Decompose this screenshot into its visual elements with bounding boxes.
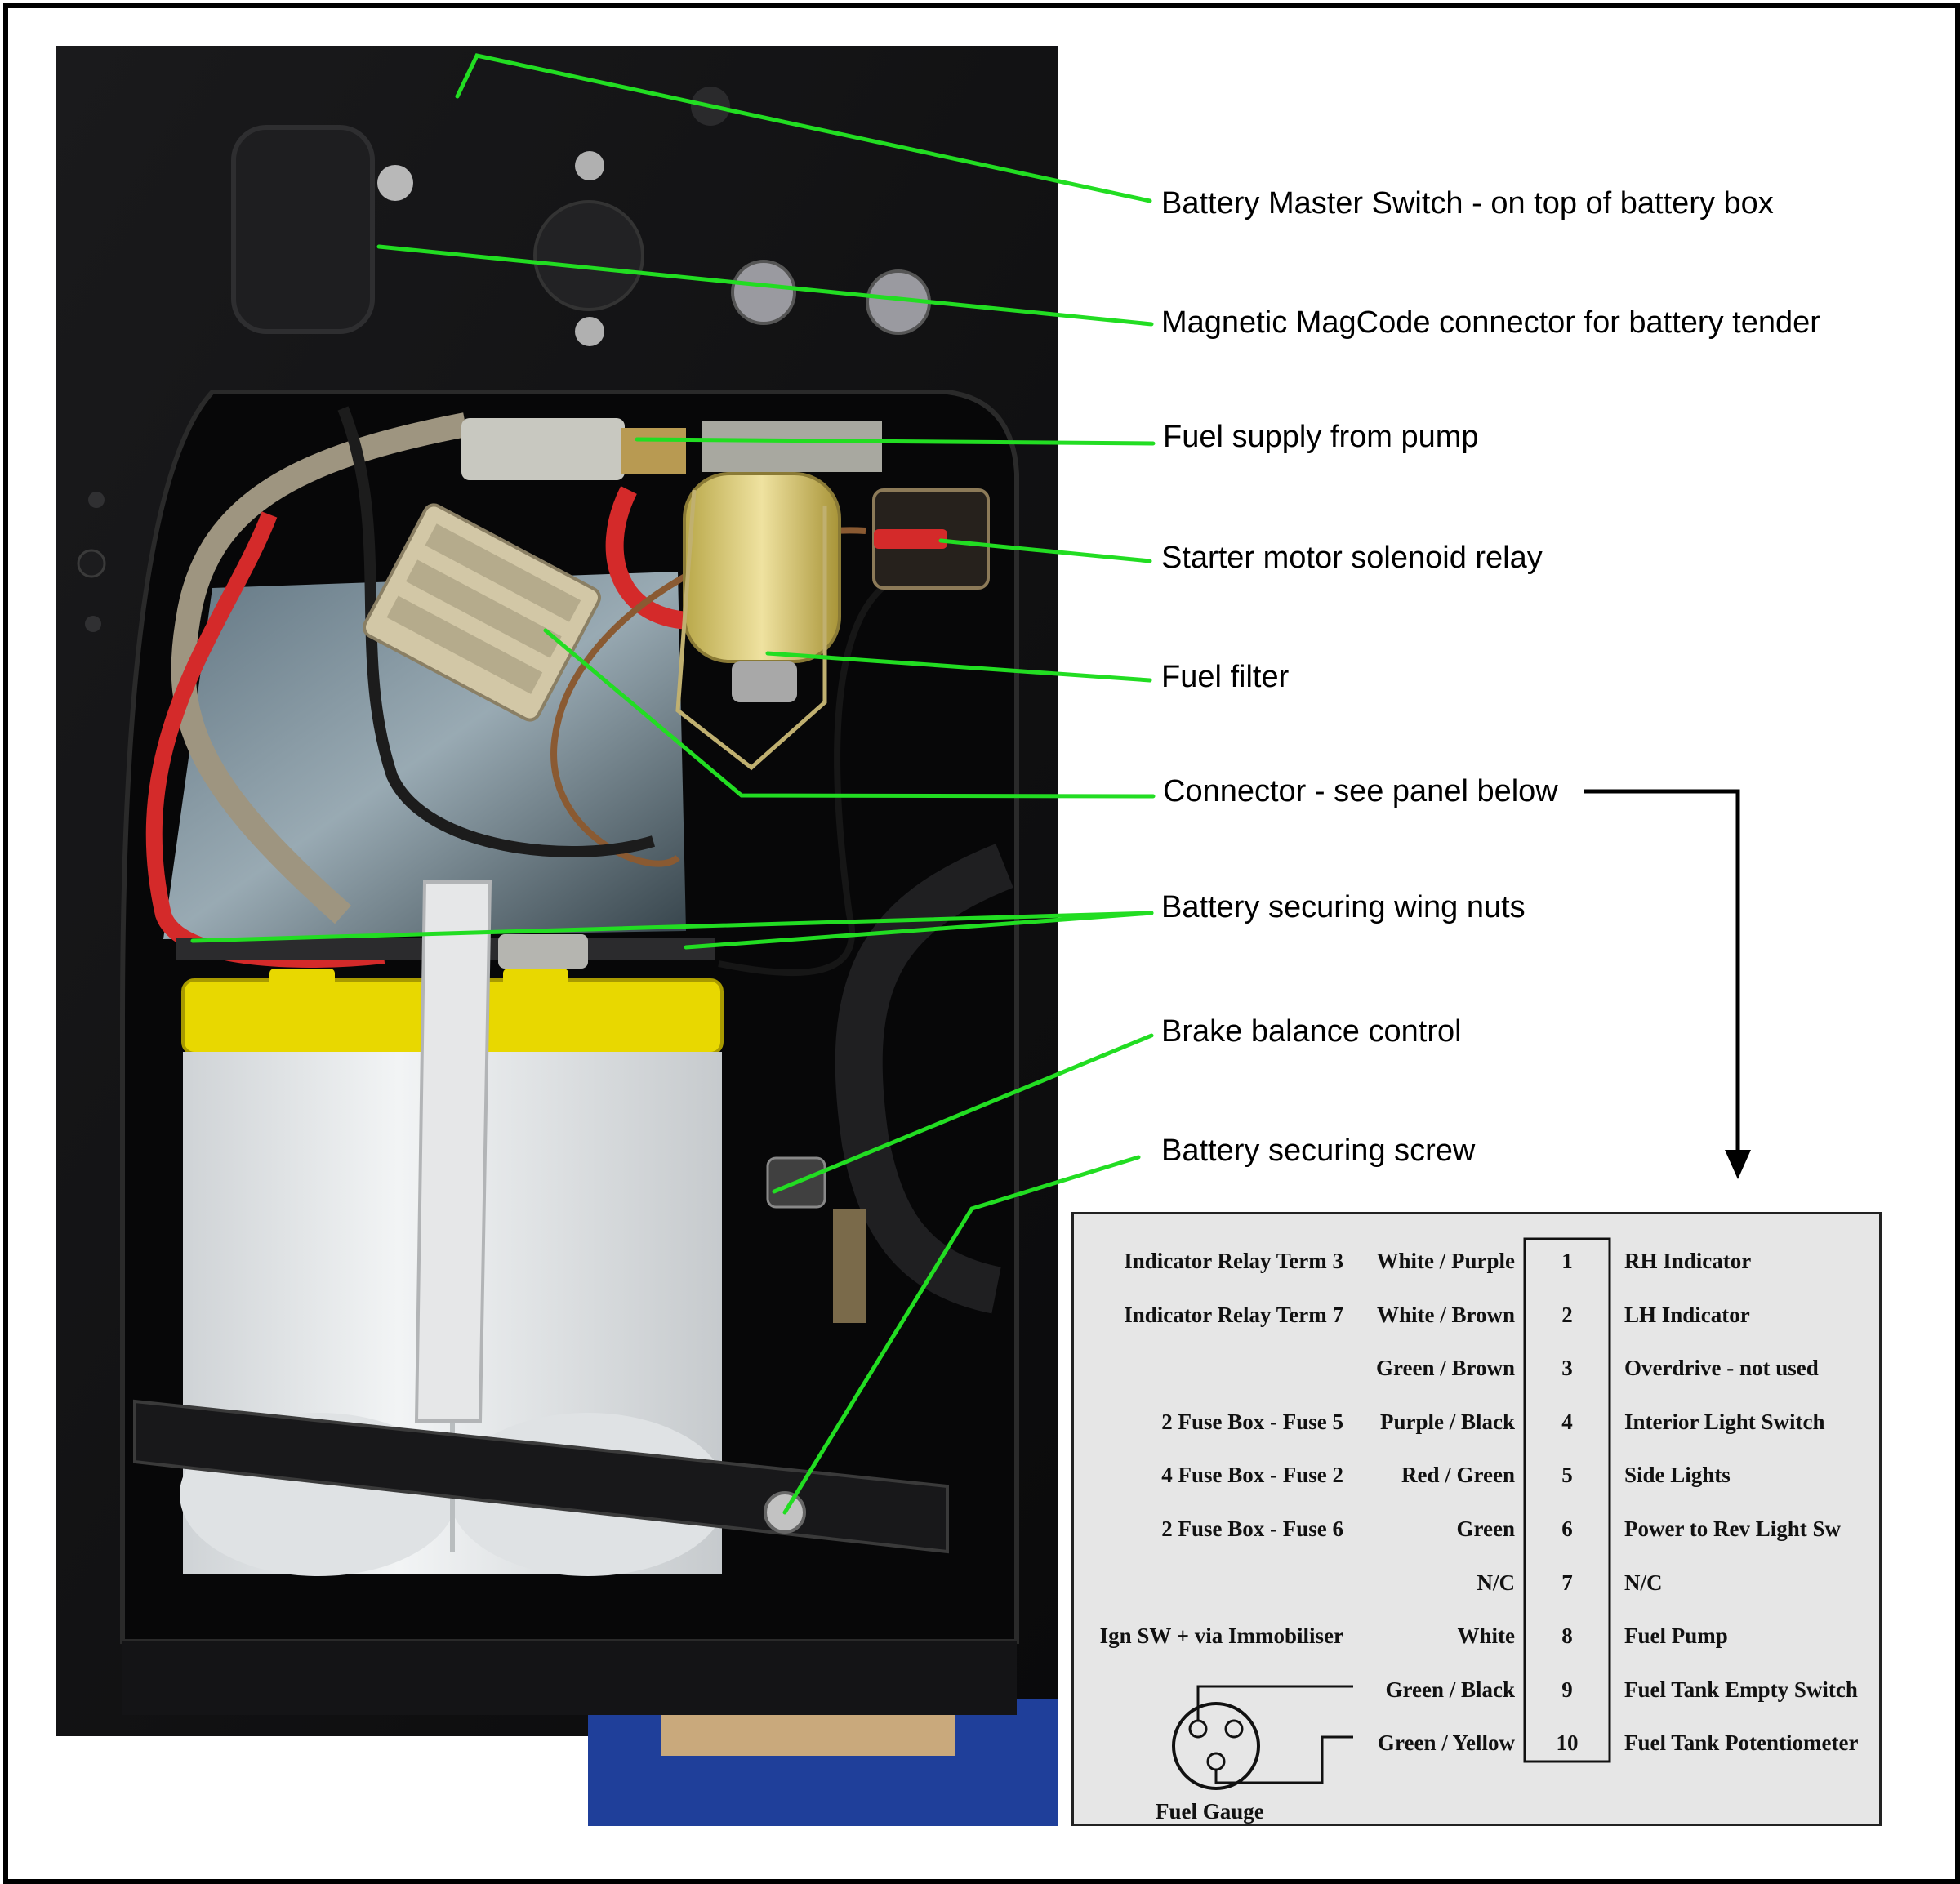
pin-wire-color: N/C xyxy=(1477,1570,1516,1595)
callout-line-fuel-supply xyxy=(635,437,1156,446)
pin-destination: RH Indicator xyxy=(1624,1249,1752,1273)
callout-line-connector xyxy=(543,628,1156,799)
callout-line-brake xyxy=(772,1033,1154,1194)
multipin-connector xyxy=(363,503,601,722)
pin-destination: Fuel Pump xyxy=(1624,1623,1728,1648)
pin-source: Indicator Relay Term 7 xyxy=(1124,1303,1343,1327)
callout-line-wing-nut-left xyxy=(190,911,1154,943)
pin-destination: Interior Light Switch xyxy=(1624,1410,1825,1434)
pin-number: 2 xyxy=(1561,1303,1573,1327)
fuel-gauge-icon xyxy=(1172,1702,1260,1790)
callout-label-starter-solenoid: Starter motor solenoid relay xyxy=(1161,541,1543,575)
pin-number: 6 xyxy=(1561,1517,1573,1541)
battery-strap xyxy=(414,880,492,1423)
panel-arrow-head xyxy=(1725,1150,1751,1179)
gauge-wire-9 xyxy=(1196,1685,1353,1721)
callout-label-brake-balance: Brake balance control xyxy=(1161,1014,1462,1049)
pin-wire-color: Purple / Black xyxy=(1379,1410,1515,1434)
pin-column-box xyxy=(1523,1237,1611,1763)
pin-destination: Power to Rev Light Sw xyxy=(1624,1517,1841,1541)
master-switch-knob xyxy=(533,200,644,311)
pin-destination: Overdrive - not used xyxy=(1624,1356,1819,1380)
callout-label-magcode-connector: Magnetic MagCode connector for battery t… xyxy=(1161,305,1820,340)
pin-source: 2 Fuse Box - Fuse 5 xyxy=(1161,1410,1343,1434)
pin-number: 7 xyxy=(1561,1570,1573,1595)
pin-wire-color: White xyxy=(1457,1623,1516,1648)
callout-line-solenoid xyxy=(938,538,1152,563)
pin-number: 10 xyxy=(1556,1730,1579,1755)
magcode-socket xyxy=(231,125,375,334)
braided-fuel-hose xyxy=(171,412,468,924)
pin-number: 8 xyxy=(1561,1623,1573,1648)
callout-lines xyxy=(190,53,1156,1515)
connector-pinout-panel: Indicator Relay Term 3 White / Purple 1 RH … xyxy=(1071,1212,1882,1826)
battery-clamp-bar xyxy=(133,1399,949,1554)
pinout-graphics xyxy=(1172,1237,1611,1790)
callout-label-battery-master-switch: Battery Master Switch - on top of batter… xyxy=(1161,186,1774,220)
callout-label-connector: Connector - see panel below xyxy=(1163,774,1558,808)
pin-wire-color: Green / Brown xyxy=(1375,1356,1515,1380)
pin-source: Indicator Relay Term 3 xyxy=(1124,1249,1343,1273)
pin-wire-color: Red / Green xyxy=(1401,1463,1515,1487)
pin-destination: Side Lights xyxy=(1624,1463,1731,1487)
fuel-line-fitting xyxy=(461,418,625,480)
panel-arrow-line xyxy=(1584,789,1740,1150)
callout-line-master-switch xyxy=(455,53,1152,203)
pin-number: 4 xyxy=(1561,1410,1573,1434)
pin-source: 2 Fuse Box - Fuse 6 xyxy=(1161,1517,1343,1541)
callout-line-fuel-filter xyxy=(765,651,1152,683)
fuel-gauge-label: Fuel Gauge xyxy=(1156,1799,1264,1824)
pin-destination: Fuel Tank Potentiometer xyxy=(1624,1730,1859,1755)
terminal-nut xyxy=(731,260,796,325)
pin-wire-color: White / Brown xyxy=(1376,1303,1515,1327)
pin-destination: Fuel Tank Empty Switch xyxy=(1624,1677,1858,1702)
fuel-filter-bowl xyxy=(683,472,841,663)
pin-wire-color: Green / Black xyxy=(1385,1677,1516,1702)
callout-label-securing-screw: Battery securing screw xyxy=(1161,1134,1476,1168)
coolant-hose xyxy=(835,844,1013,1314)
callout-label-wing-nuts: Battery securing wing nuts xyxy=(1161,890,1526,924)
pin-source: Ign SW + via Immobiliser xyxy=(1099,1623,1343,1648)
pin-source: 4 Fuse Box - Fuse 2 xyxy=(1161,1463,1343,1487)
pin-number: 1 xyxy=(1561,1249,1573,1273)
pin-destination: LH Indicator xyxy=(1624,1303,1750,1327)
callout-label-fuel-filter: Fuel filter xyxy=(1161,660,1290,694)
pin-wire-color: Green xyxy=(1456,1517,1515,1541)
callout-line-magcode xyxy=(376,244,1154,327)
pin-number: 3 xyxy=(1561,1356,1573,1380)
callout-line-screw xyxy=(782,1206,974,1515)
pin-wire-color: Green / Yellow xyxy=(1378,1730,1515,1755)
pin-wire-color: White / Purple xyxy=(1376,1249,1516,1273)
callout-label-fuel-supply: Fuel supply from pump xyxy=(1163,420,1479,454)
callout-line-wing-nut-right xyxy=(684,911,1154,950)
pin-number: 9 xyxy=(1561,1677,1573,1702)
pin-number: 5 xyxy=(1561,1463,1573,1487)
gauge-wire-10 xyxy=(1214,1735,1353,1784)
pin-destination: N/C xyxy=(1624,1570,1663,1595)
